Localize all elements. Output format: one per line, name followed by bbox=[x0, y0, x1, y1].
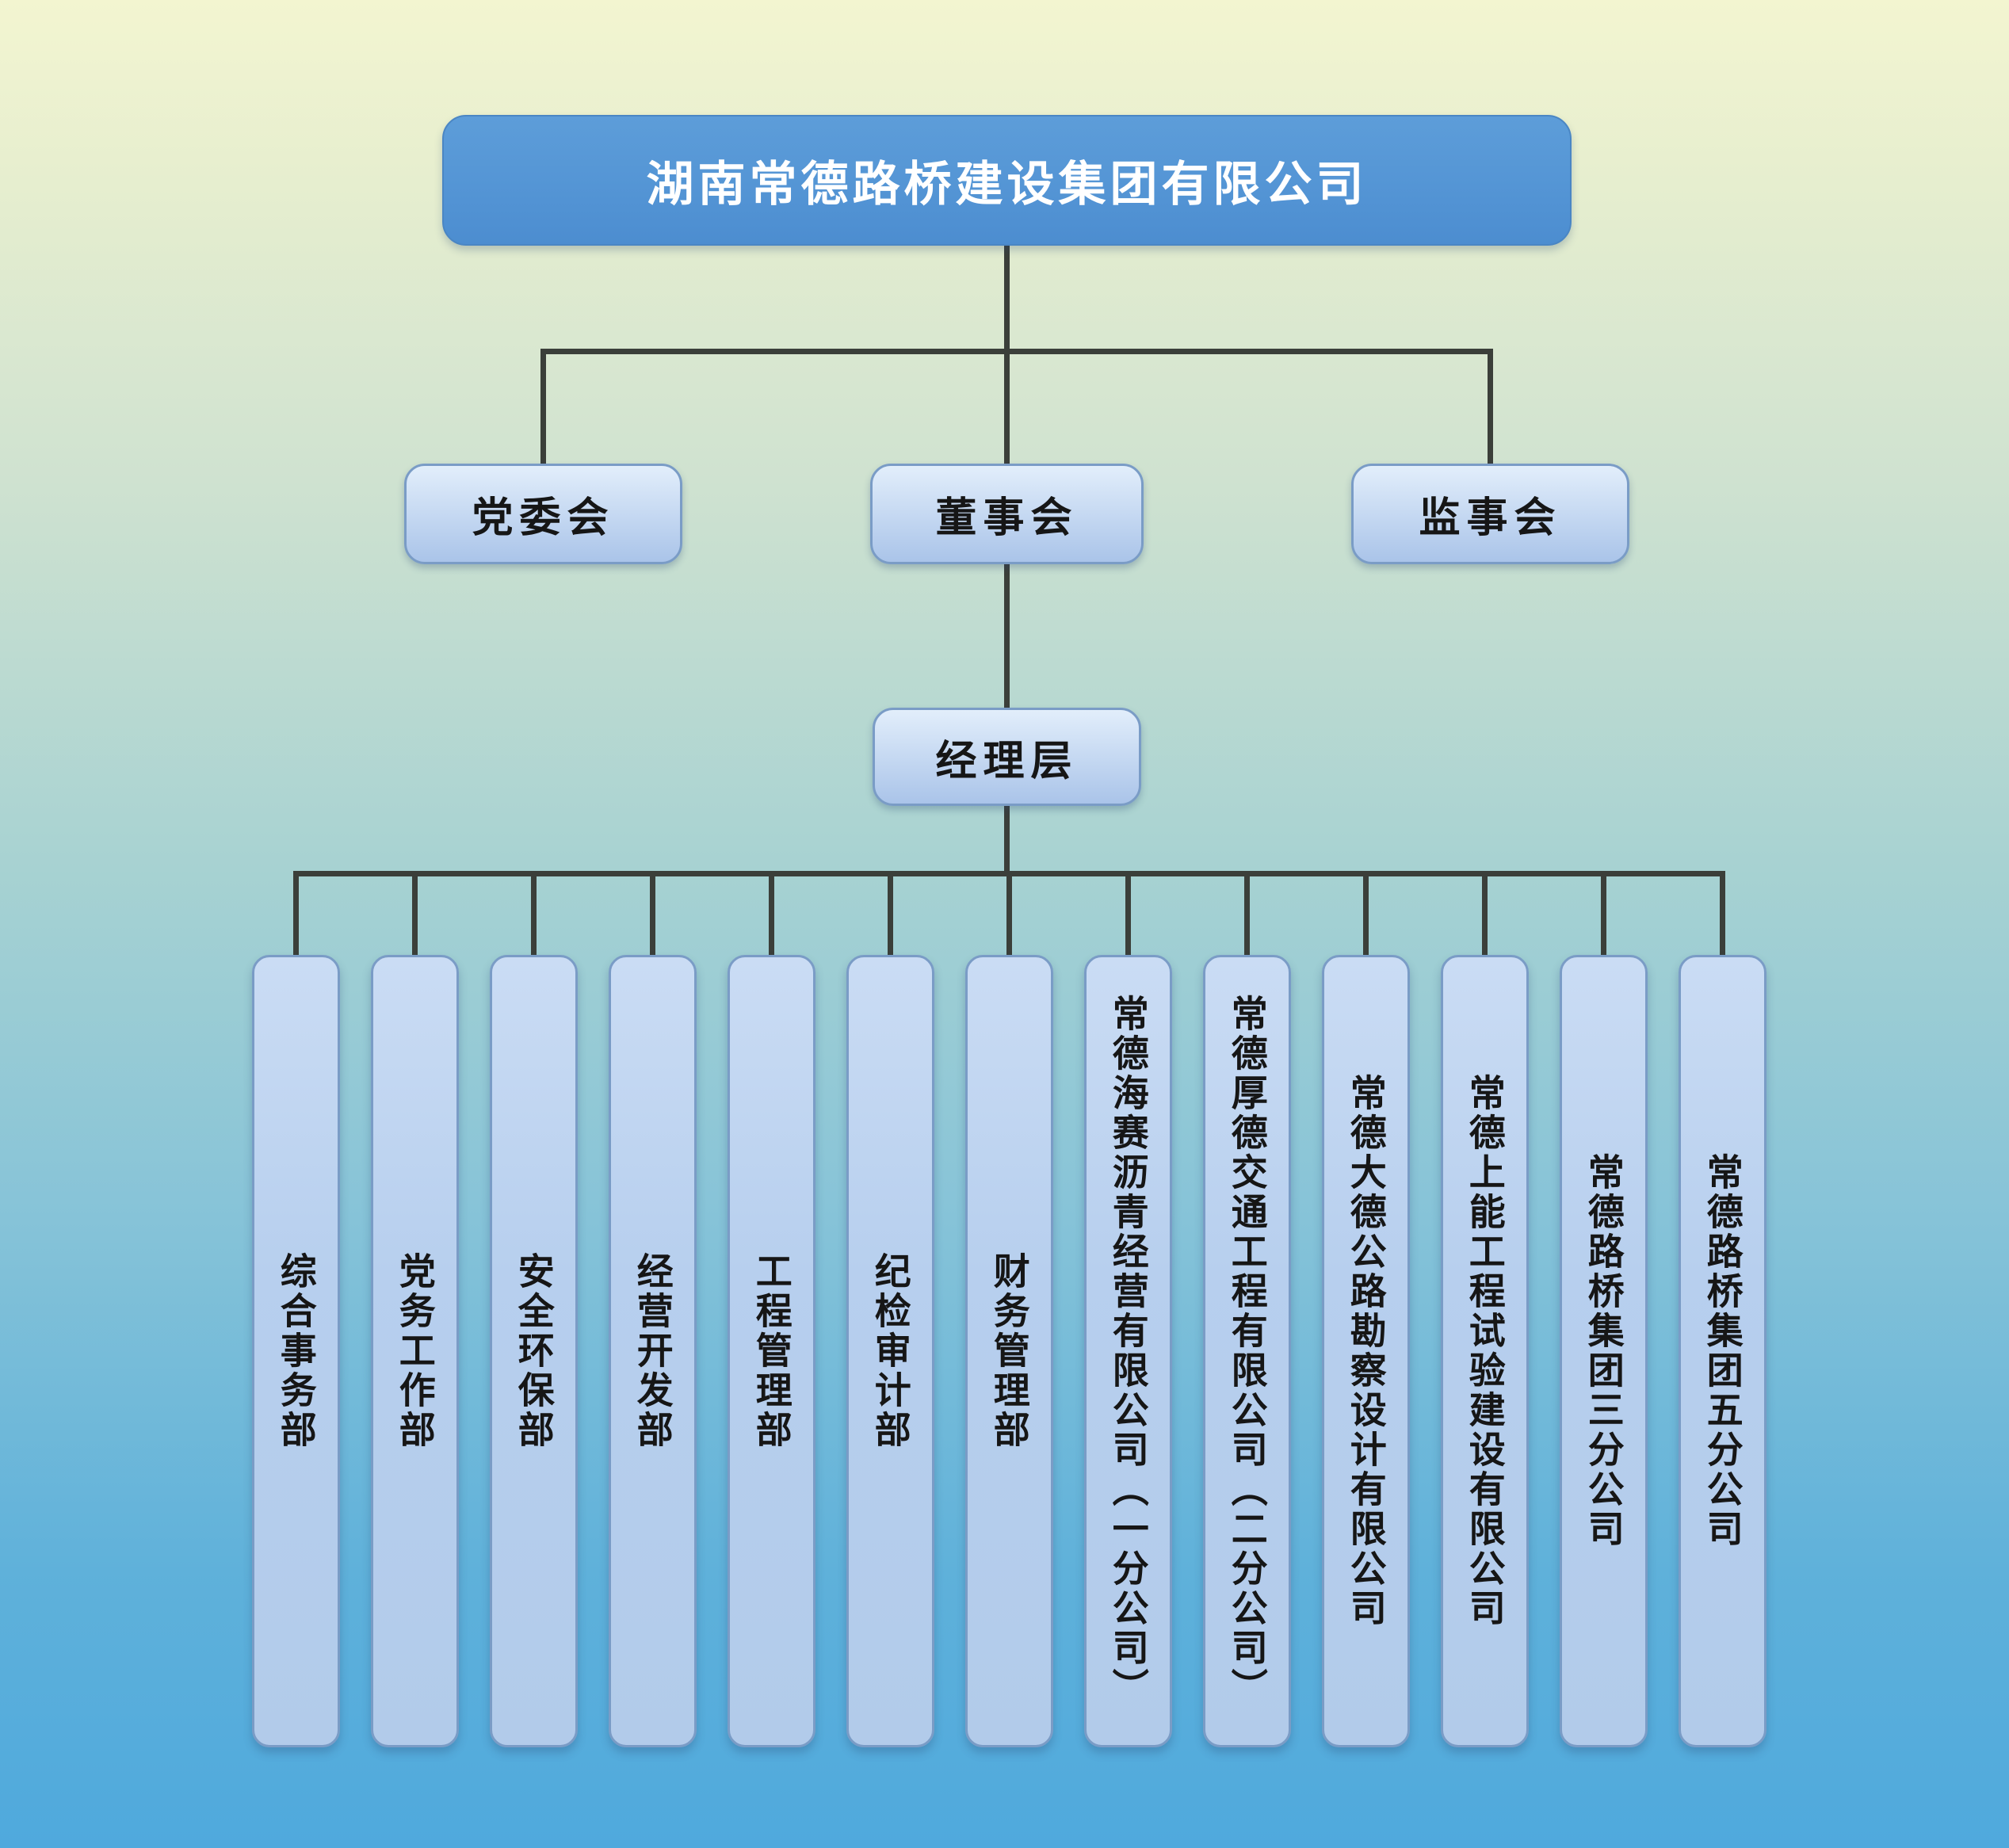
node-management-layer: 经理层 bbox=[873, 708, 1141, 806]
connector-root-stem bbox=[1004, 246, 1010, 468]
party-committee-label: 党委会 bbox=[472, 494, 615, 542]
department-label: 安全环保部 bbox=[512, 1252, 556, 1450]
subsidiary-label: 常德海赛沥青经营有限公司（一分公司） bbox=[1106, 995, 1150, 1708]
connector-party-stem bbox=[540, 349, 546, 468]
connector-dept-stem bbox=[1363, 871, 1369, 958]
branch-label: 常德路桥集团三分公司 bbox=[1582, 1153, 1625, 1549]
company-root-label: 湖南常德路桥建设集团有限公司 bbox=[646, 157, 1368, 212]
subsidiary-label: 常德厚德交通工程有限公司（二分公司） bbox=[1225, 995, 1269, 1708]
node-board-of-directors: 董事会 bbox=[870, 464, 1144, 564]
connector-dept-stem bbox=[293, 871, 299, 958]
connector-dept-stem bbox=[412, 871, 418, 958]
connector-dept-stem bbox=[1720, 871, 1725, 958]
department-label: 党务工作部 bbox=[393, 1252, 437, 1450]
supervisory-board-label: 监事会 bbox=[1419, 494, 1562, 542]
node-department: 经营开发部 bbox=[609, 955, 697, 1747]
subsidiary-label: 常德上能工程试验建设有限公司 bbox=[1463, 1074, 1507, 1628]
subsidiary-label: 常德大德公路勘察设计有限公司 bbox=[1344, 1074, 1388, 1628]
node-branch: 常德路桥集团三分公司 bbox=[1560, 955, 1648, 1747]
department-label: 工程管理部 bbox=[750, 1252, 793, 1450]
department-label: 综合事务部 bbox=[274, 1252, 318, 1450]
department-label: 纪检审计部 bbox=[869, 1252, 912, 1450]
department-label: 经营开发部 bbox=[631, 1252, 674, 1450]
connector-dept-stem bbox=[1006, 871, 1012, 958]
connector-dept-stem bbox=[1244, 871, 1250, 958]
connector-dept-stem bbox=[650, 871, 655, 958]
management-layer-label: 经理层 bbox=[935, 737, 1079, 785]
connector-mgmt-stem bbox=[1004, 804, 1010, 876]
node-department: 纪检审计部 bbox=[846, 955, 934, 1747]
node-department: 安全环保部 bbox=[490, 955, 578, 1747]
node-subsidiary: 常德大德公路勘察设计有限公司 bbox=[1322, 955, 1410, 1747]
connector-dept-stem bbox=[1601, 871, 1606, 958]
node-supervisory-board: 监事会 bbox=[1351, 464, 1629, 564]
node-branch: 常德路桥集团五分公司 bbox=[1679, 955, 1766, 1747]
node-company-root: 湖南常德路桥建设集团有限公司 bbox=[442, 115, 1572, 246]
connector-board-to-mgmt bbox=[1004, 563, 1010, 711]
node-department: 党务工作部 bbox=[371, 955, 459, 1747]
node-party-committee: 党委会 bbox=[404, 464, 682, 564]
connector-dept-stem bbox=[531, 871, 537, 958]
department-label: 财务管理部 bbox=[987, 1252, 1031, 1450]
connector-dept-stem bbox=[769, 871, 774, 958]
board-of-directors-label: 董事会 bbox=[935, 494, 1079, 542]
connector-level1-hbar bbox=[540, 349, 1493, 354]
connector-supervisory-stem bbox=[1488, 349, 1493, 468]
node-subsidiary: 常德海赛沥青经营有限公司（一分公司） bbox=[1084, 955, 1172, 1747]
node-subsidiary: 常德上能工程试验建设有限公司 bbox=[1441, 955, 1529, 1747]
branch-label: 常德路桥集团五分公司 bbox=[1701, 1153, 1744, 1549]
connector-dept-stem bbox=[1482, 871, 1488, 958]
node-subsidiary: 常德厚德交通工程有限公司（二分公司） bbox=[1203, 955, 1291, 1747]
node-department: 工程管理部 bbox=[728, 955, 815, 1747]
node-department: 财务管理部 bbox=[965, 955, 1053, 1747]
connector-dept-stem bbox=[1125, 871, 1131, 958]
connector-dept-stem bbox=[888, 871, 893, 958]
node-department: 综合事务部 bbox=[252, 955, 340, 1747]
